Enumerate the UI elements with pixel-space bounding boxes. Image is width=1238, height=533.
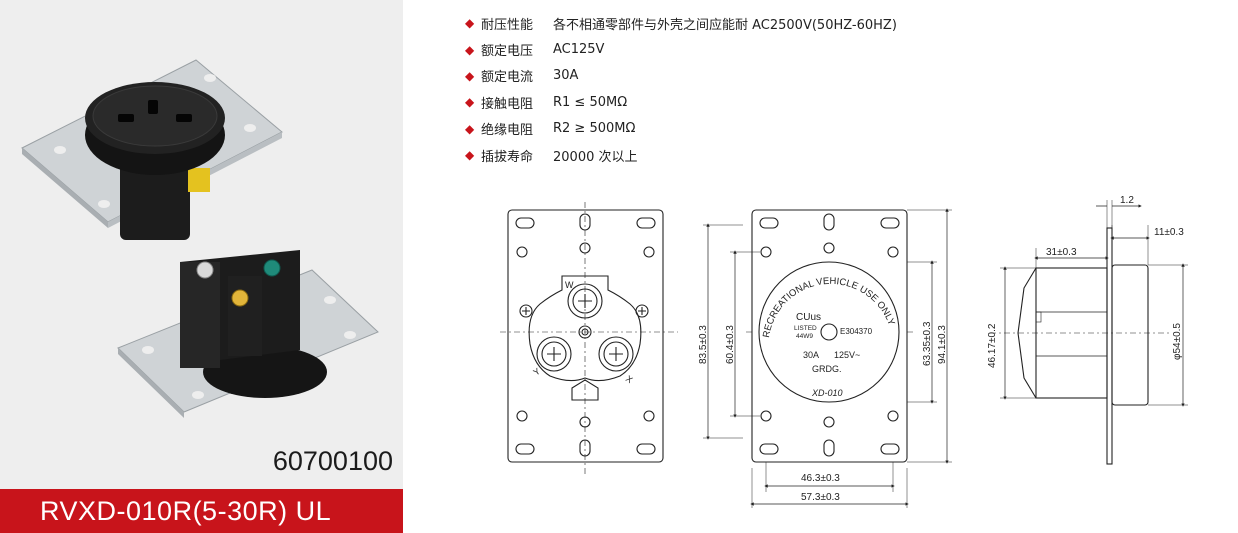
- dim-height-total: 83.5±0.3: [698, 325, 709, 364]
- spec-value: 20000 次以上: [553, 149, 638, 165]
- file-number: E304370: [840, 327, 873, 336]
- spec-item: ◆ 绝缘电阻 R2 ≥ 500MΩ: [465, 116, 897, 142]
- spec-label: 接触电阻: [481, 96, 534, 112]
- spec-label: 耐压性能: [481, 17, 534, 33]
- spec-item: ◆ 插拔寿命 20000 次以上: [465, 142, 897, 168]
- technical-drawing: W Y X RECREATIONAL VEHICLE USE ONLY CUus…: [500, 195, 1188, 508]
- grdg-label: GRDG.: [812, 364, 842, 374]
- front-x-label: X: [624, 373, 635, 385]
- dim-plate-width: 57.3±0.3: [801, 492, 840, 503]
- dim-plate-height: 94.1±0.3: [937, 325, 948, 364]
- part-number: 60700100: [272, 446, 393, 476]
- rating-current: 30A: [803, 350, 819, 360]
- diamond-bullet-icon: ◆: [465, 42, 475, 57]
- dim-hole-vertical: 60.4±0.3: [725, 325, 736, 364]
- side-view: [990, 227, 1170, 465]
- diamond-bullet-icon: ◆: [465, 68, 475, 83]
- spec-value: 各不相通零部件与外壳之间应能耐 AC2500V(50HZ-60HZ): [553, 17, 897, 33]
- dim-hole-horizontal: 46.3±0.3: [801, 473, 840, 484]
- spec-item: ◆ 额定电压 AC125V: [465, 36, 897, 62]
- diamond-bullet-icon: ◆: [465, 148, 475, 163]
- spec-list: ◆ 耐压性能 各不相通零部件与外壳之间应能耐 AC2500V(50HZ-60HZ…: [465, 10, 897, 168]
- cul-mark: CUus: [796, 312, 821, 323]
- spec-label: 绝缘电阻: [481, 123, 534, 139]
- diamond-bullet-icon: ◆: [465, 16, 475, 31]
- rating-voltage: 125V~: [834, 350, 860, 360]
- model-bar: RVXD-010R(5-30R) UL: [0, 489, 403, 533]
- rear-view: [744, 209, 915, 463]
- dim-flange-depth: 11±0.3: [1154, 227, 1184, 238]
- rear-ring-text: RECREATIONAL VEHICLE USE ONLY: [761, 276, 897, 339]
- dim-body-height: 63.35±0.3: [922, 321, 933, 366]
- rear-model: XD-010: [811, 388, 843, 398]
- listed-label: LISTED: [794, 325, 817, 332]
- spec-label: 额定电压: [481, 44, 534, 60]
- model-name: RVXD-010R(5-30R) UL: [40, 496, 332, 526]
- spec-item: ◆ 耐压性能 各不相通零部件与外壳之间应能耐 AC2500V(50HZ-60HZ…: [465, 10, 897, 36]
- product-photo: [21, 59, 379, 418]
- spec-value: R2 ≥ 500MΩ: [553, 121, 636, 137]
- diamond-bullet-icon: ◆: [465, 95, 475, 110]
- product-panel: 60700100 RVXD-010R(5-30R) UL: [0, 0, 403, 533]
- spec-value: R1 ≤ 50MΩ: [553, 94, 628, 110]
- front-y-label: Y: [531, 366, 542, 378]
- spec-value: AC125V: [553, 42, 605, 58]
- spec-value: 30A: [553, 68, 579, 84]
- spec-item: ◆ 额定电流 30A: [465, 63, 897, 89]
- diamond-bullet-icon: ◆: [465, 121, 475, 136]
- dim-body-side-height: 46.17±0.2: [987, 323, 998, 368]
- spec-label: 插拔寿命: [481, 149, 534, 165]
- dim-diameter: φ54±0.5: [1172, 323, 1183, 360]
- front-view: [500, 202, 678, 474]
- spec-item: ◆ 接触电阻 R1 ≤ 50MΩ: [465, 89, 897, 115]
- dim-plate-thickness: 1.2: [1120, 195, 1134, 206]
- front-w-label: W: [565, 280, 574, 290]
- spec-label: 额定电流: [481, 70, 534, 86]
- dim-body-depth: 31±0.3: [1046, 247, 1077, 258]
- listed-code: 44W9: [796, 333, 813, 340]
